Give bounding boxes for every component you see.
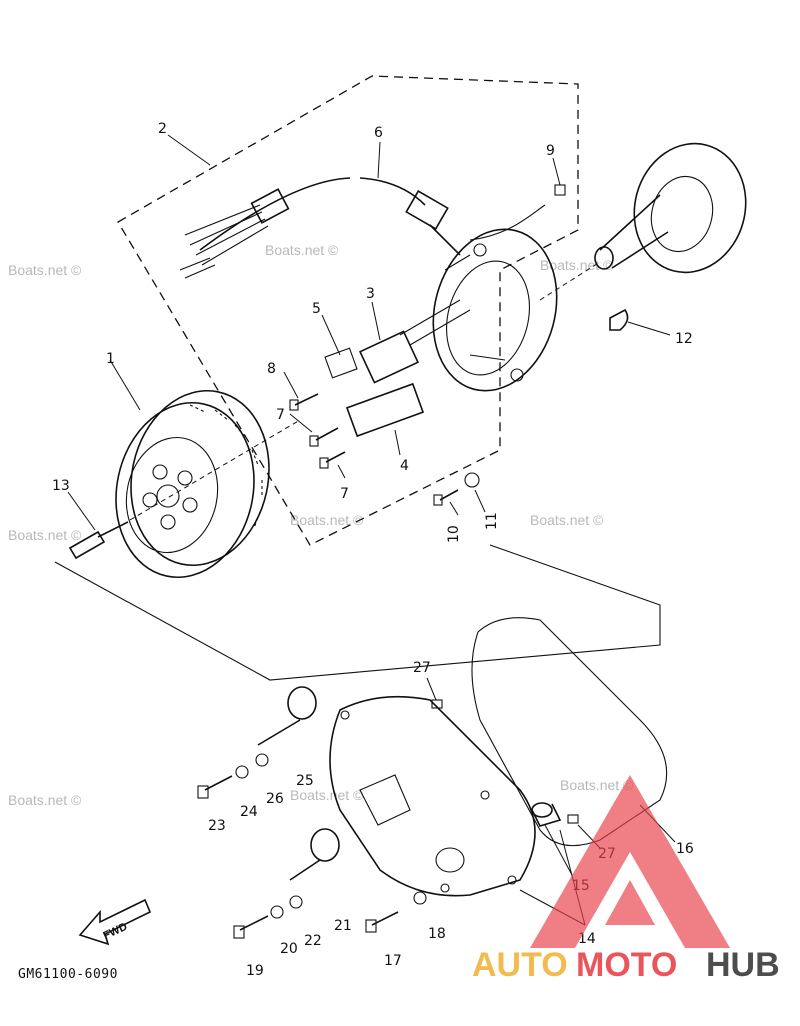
watermark-text: Boats.net © [530, 512, 604, 528]
watermark-text: Boats.net © [8, 527, 82, 543]
callout-3: 3 [366, 286, 375, 302]
small-fasteners-lower [197, 753, 427, 939]
forward-arrow-icon: FWD [78, 898, 152, 946]
logo-triangle-icon [530, 775, 730, 948]
callout-14: 14 [578, 931, 596, 947]
stator-plate [432, 228, 558, 392]
starter-hub [594, 142, 747, 274]
assembly-frame [54, 544, 661, 681]
crankcase-cover [329, 695, 536, 897]
callout-1: 1 [106, 351, 115, 367]
drawing-code: GM61100-6090 [18, 967, 118, 982]
callout-23: 23 [208, 818, 226, 834]
wire-harness [179, 177, 546, 279]
logo-text-auto: AUTO [472, 946, 568, 984]
watermark-text: Boats.net © [290, 512, 364, 528]
callout-7: 7 [340, 486, 349, 502]
dowel-pin [531, 802, 562, 827]
watermark-text: Boats.net © [8, 792, 82, 808]
watermark-text: Boats.net © [8, 262, 82, 278]
blind-plug [567, 814, 579, 824]
callout-8: 8 [267, 361, 276, 377]
callout-16: 16 [676, 841, 694, 857]
callout-25: 25 [296, 773, 314, 789]
callout-19: 19 [246, 963, 264, 979]
flywheel-bolt [68, 521, 129, 560]
small-fasteners-upper [289, 184, 566, 506]
assembly-boundary-dashed [117, 75, 579, 546]
callout-2: 2 [158, 121, 167, 137]
logo-text-moto: MOTO [576, 946, 677, 984]
callout-9: 9 [546, 143, 555, 159]
callout-11: 11 [484, 512, 500, 530]
automotohub-logo: AUTO MOTO HUB [472, 775, 780, 984]
callout-12: 12 [675, 331, 693, 347]
blind-plug [431, 699, 443, 709]
callout-5: 5 [312, 301, 321, 317]
callout-22: 22 [304, 933, 322, 949]
watermark-text: Boats.net © [560, 777, 634, 793]
woodruff-key [609, 308, 629, 331]
watermark-text: Boats.net © [290, 787, 364, 803]
callout-20: 20 [280, 941, 298, 957]
callout-26: 26 [266, 791, 284, 807]
watermarks: Boats.net © Boats.net © Boats.net © Boat… [8, 242, 634, 808]
callout-6: 6 [374, 125, 383, 141]
callout-4: 4 [400, 458, 409, 474]
watermark-text: Boats.net © [265, 242, 339, 258]
pickup-coil-assembly [324, 299, 471, 438]
flywheel-rotor [115, 389, 270, 579]
callout-27: 27 [413, 660, 431, 676]
callout-7: 7 [276, 407, 285, 423]
logo-text-hub: HUB [706, 946, 780, 984]
callout-10: 10 [446, 525, 462, 543]
callout-13: 13 [52, 478, 70, 494]
cable-clamps [257, 686, 340, 881]
leader-lines [67, 134, 676, 926]
callout-21: 21 [334, 918, 352, 934]
callout-17: 17 [384, 953, 402, 969]
callout-24: 24 [240, 804, 258, 820]
callout-18: 18 [428, 926, 446, 942]
fwd-label: FWD [101, 921, 129, 942]
